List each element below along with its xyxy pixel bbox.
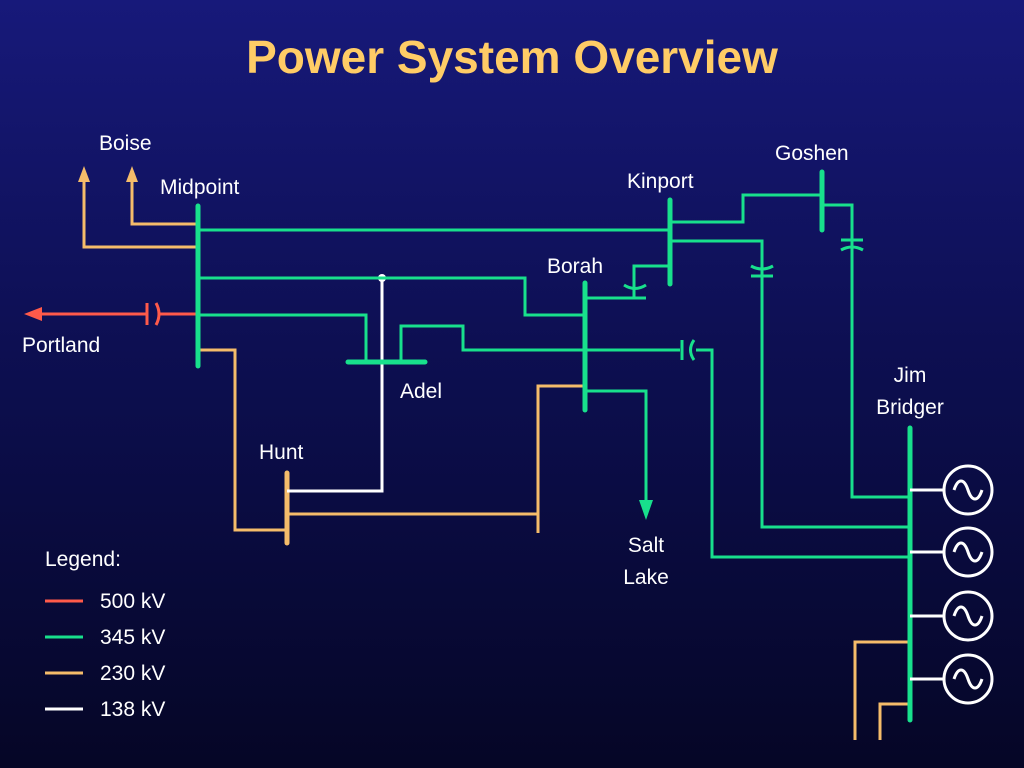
sine-icon: [952, 479, 984, 501]
legend-label: 230 kV: [100, 662, 165, 685]
label-boise: Boise: [99, 132, 152, 155]
lines-345kv: [195, 169, 913, 723]
label-goshen: Goshen: [775, 142, 849, 165]
legend-item-345kv: 345 kV: [45, 626, 165, 649]
generator-2: [910, 526, 994, 578]
line-borah-230-tap: [536, 384, 585, 533]
label-midpoint: Midpoint: [160, 176, 240, 199]
line-adel-jim-bridger-b: [696, 348, 910, 559]
line-kinport-goshen: [670, 193, 822, 224]
line-midpoint-boise-1: [82, 180, 198, 249]
generators: [910, 464, 994, 705]
boise-arrow-2: [126, 166, 138, 182]
line-jim-bridger-230-a: [853, 640, 910, 740]
label-jim-bridger-line2: Bridger: [876, 396, 944, 419]
shunt-capacitors: [623, 238, 864, 300]
label-salt-lake-line1: Salt: [628, 534, 664, 557]
portland-arrow: [24, 307, 42, 321]
line-midpoint-boise-2: [130, 180, 198, 226]
lines-500kv: [24, 302, 198, 326]
label-salt-lake-line2: Lake: [623, 566, 669, 589]
page-title: Power System Overview: [246, 31, 778, 83]
label-hunt: Hunt: [259, 441, 304, 464]
legend-item-500kv: 500 kV: [45, 590, 165, 613]
label-kinport: Kinport: [627, 170, 694, 193]
legend-title: Legend:: [45, 548, 121, 571]
legend-label: 500 kV: [100, 590, 165, 613]
borah-cap-curve: [623, 283, 647, 290]
generator-1: [910, 464, 994, 516]
line-jim-bridger-230-b: [878, 702, 910, 740]
legend-item-138kv: 138 kV: [45, 698, 165, 721]
line-goshen-jim-bridger: [822, 203, 910, 499]
legend-label: 345 kV: [100, 626, 165, 649]
line-borah-salt-lake: [585, 389, 648, 500]
portland-series-cap-curve: [154, 302, 161, 326]
line-midpoint-hunt: [198, 348, 287, 532]
sine-icon: [952, 541, 984, 563]
line-borah-kinport: [585, 264, 670, 300]
node-labels: Boise Midpoint Portland Kinport Goshen B…: [22, 132, 944, 589]
line-adel-jim-bridger-a: [399, 324, 680, 362]
generator-3: [910, 590, 994, 642]
legend-item-230kv: 230 kV: [45, 662, 165, 685]
line-midpoint-hunt-138: [287, 278, 384, 493]
sine-icon: [952, 668, 984, 690]
series-cap-curve: [689, 339, 696, 361]
label-portland: Portland: [22, 334, 100, 357]
line-kinport-jim-bridger: [670, 239, 910, 529]
label-adel: Adel: [400, 380, 442, 403]
kinport-cap-curve: [750, 264, 774, 271]
sine-icon: [952, 605, 984, 627]
generator-4: [910, 653, 994, 705]
goshen-cap-curve: [840, 245, 864, 252]
label-borah: Borah: [547, 255, 603, 278]
salt-lake-arrow: [639, 500, 653, 520]
legend: Legend: 500 kV 345 kV 230 kV 138 kV: [45, 548, 165, 721]
label-jim-bridger-line1: Jim: [894, 364, 927, 387]
line-midpoint-adel: [198, 313, 368, 362]
legend-label: 138 kV: [100, 698, 165, 721]
boise-arrow-1: [78, 166, 90, 182]
lines-230kv: [82, 180, 910, 740]
line-midpoint-borah: [198, 276, 585, 317]
